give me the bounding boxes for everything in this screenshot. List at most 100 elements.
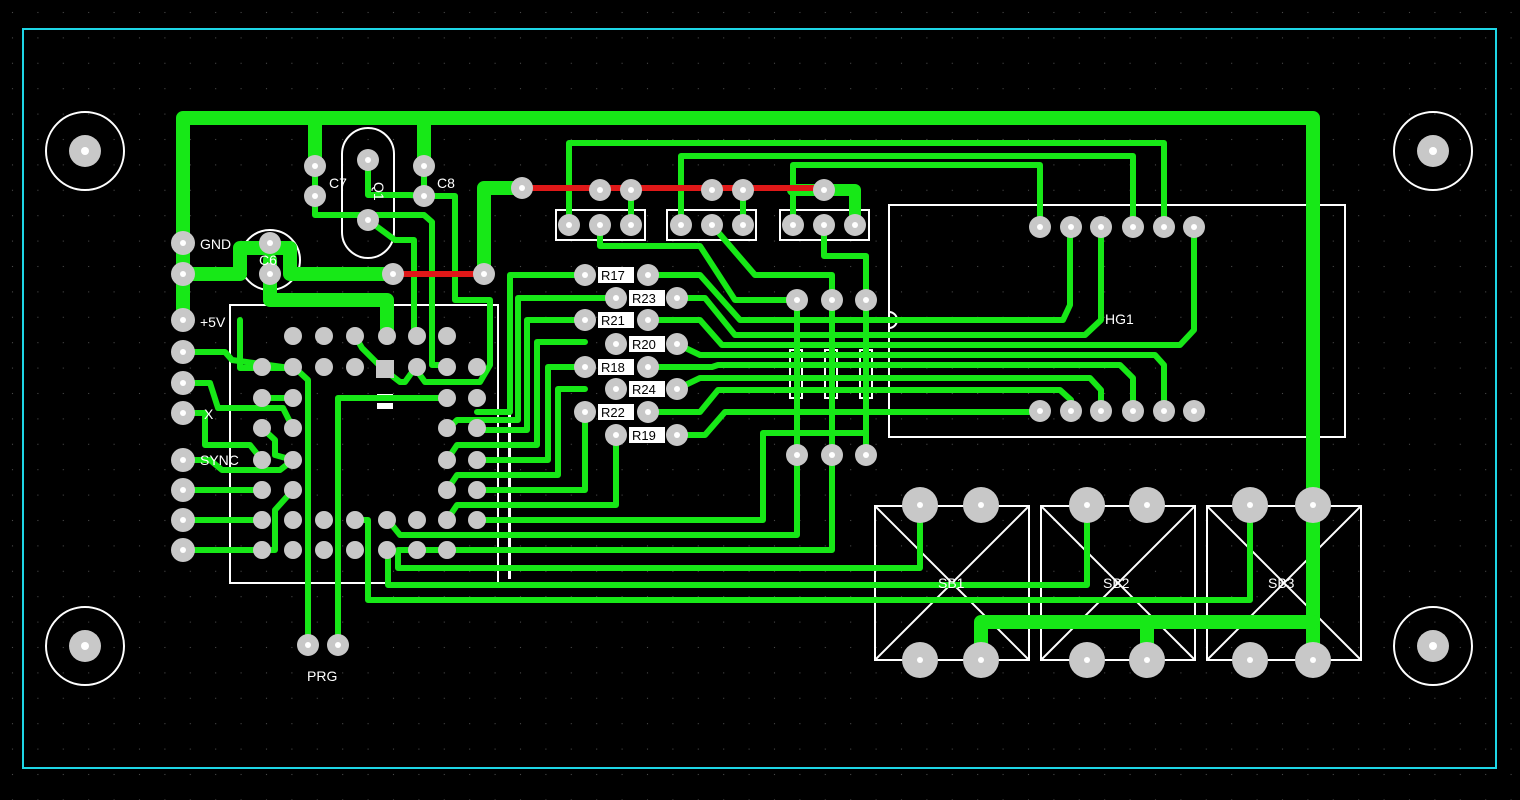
label-q1: Q1: [371, 182, 387, 201]
pad-hole: [582, 409, 588, 415]
pad-hole: [582, 364, 588, 370]
pad-hole: [1084, 502, 1090, 508]
ic-pad: [468, 419, 486, 437]
ic-pad: [438, 541, 456, 559]
pad-hole: [180, 517, 186, 523]
resistor-label: R20: [632, 337, 656, 352]
pad-hole: [180, 380, 186, 386]
ic-pad: [378, 327, 396, 345]
pad-hole: [829, 297, 835, 303]
pad-hole: [267, 240, 273, 246]
resistor-label: R23: [632, 291, 656, 306]
ic-pad: [284, 419, 302, 437]
pad-hole: [628, 187, 634, 193]
pad-hole: [740, 187, 746, 193]
pad-hole: [597, 222, 603, 228]
pad-hole: [674, 341, 680, 347]
label-5v: +5V: [200, 314, 226, 330]
ic-pad: [378, 541, 396, 559]
pad-hole: [821, 187, 827, 193]
ic-pad: [253, 541, 271, 559]
pad-hole: [180, 547, 186, 553]
pad-hole: [180, 487, 186, 493]
ic-pad: [253, 389, 271, 407]
resistor-label: R21: [601, 313, 625, 328]
ic-pad: [438, 327, 456, 345]
pad-hole: [917, 502, 923, 508]
pad-hole: [1068, 224, 1074, 230]
label-prg: PRG: [307, 668, 337, 684]
ic-pad: [438, 451, 456, 469]
pad-hole: [645, 272, 651, 278]
resistor-label: R17: [601, 268, 625, 283]
pad-hole: [1144, 657, 1150, 663]
ic-pad: [438, 358, 456, 376]
resistor-label-box: [629, 427, 665, 443]
ic-pad: [408, 358, 426, 376]
pad-hole: [1098, 408, 1104, 414]
pad-hole: [821, 222, 827, 228]
ic-pad: [468, 451, 486, 469]
board-outline: [22, 28, 1497, 769]
resistor-label: R22: [601, 405, 625, 420]
pad-hole: [829, 452, 835, 458]
pad-hole: [645, 364, 651, 370]
pad-hole: [597, 187, 603, 193]
mounting-holes: [45, 111, 1473, 686]
pad-hole: [180, 349, 186, 355]
ic-pad: [468, 358, 486, 376]
pad-hole: [335, 642, 341, 648]
pad-hole: [917, 657, 923, 663]
pad-hole: [1310, 502, 1316, 508]
ic-pad: [284, 541, 302, 559]
pad-hole: [1130, 408, 1136, 414]
resistor-label: R18: [601, 360, 625, 375]
pad-hole: [1068, 408, 1074, 414]
pad-hole: [1247, 657, 1253, 663]
pad-hole: [613, 386, 619, 392]
ic-pads: [253, 327, 486, 559]
label-x: X: [204, 406, 214, 422]
ic-pad: [438, 481, 456, 499]
pad-hole: [978, 657, 984, 663]
ic-pad: [284, 511, 302, 529]
ic-pad: [253, 511, 271, 529]
ic-pad: [468, 511, 486, 529]
pad-hole: [613, 432, 619, 438]
pad-hole: [852, 222, 858, 228]
label-sb3: SB3: [1268, 575, 1295, 591]
ic-pad: [284, 481, 302, 499]
ic-pad: [284, 358, 302, 376]
pad-hole: [674, 295, 680, 301]
resistor-label-box: [598, 359, 634, 375]
pad-hole: [1161, 408, 1167, 414]
ic-pad: [315, 358, 333, 376]
pad-hole: [1130, 224, 1136, 230]
pad-hole: [390, 271, 396, 277]
pad-hole: [180, 457, 186, 463]
ic-pad: [346, 327, 364, 345]
pad-hole: [582, 272, 588, 278]
ic-pad: [408, 327, 426, 345]
ic-pad: [284, 389, 302, 407]
pad-hole: [674, 432, 680, 438]
pad-hole: [645, 409, 651, 415]
resistor-label-box: [629, 290, 665, 306]
jumpers: [393, 185, 825, 277]
pad-hole: [365, 157, 371, 163]
pad-hole: [628, 222, 634, 228]
pad-hole: [678, 222, 684, 228]
label-c6: C6: [259, 252, 277, 268]
ic-pad: [468, 481, 486, 499]
resistor-label: R24: [632, 382, 656, 397]
pad-hole: [613, 295, 619, 301]
ic-pad: [315, 511, 333, 529]
ic-pad: [315, 327, 333, 345]
pad-hole: [863, 452, 869, 458]
pad-hole: [790, 222, 796, 228]
label-c8: C8: [437, 175, 455, 191]
pad-hole: [1191, 224, 1197, 230]
resistor-label: R19: [632, 428, 656, 443]
pad-hole: [180, 240, 186, 246]
ic-pad: [468, 389, 486, 407]
